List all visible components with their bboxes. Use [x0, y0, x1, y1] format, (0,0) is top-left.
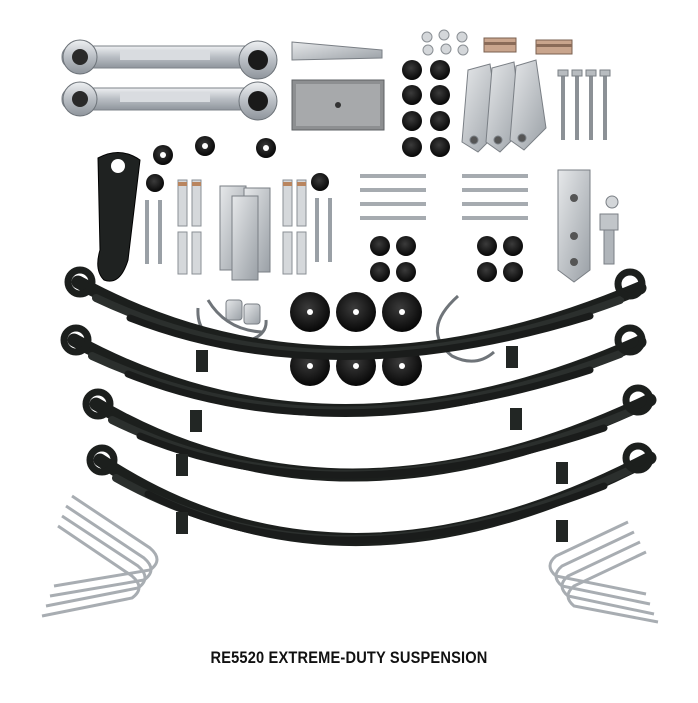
- rubber-bushings-middle: [370, 236, 523, 282]
- leaf-spring-4: [86, 442, 657, 546]
- leaf-spring-2: [60, 324, 647, 417]
- product-caption: RE5520 EXTREME-DUTY SUSPENSION: [210, 648, 488, 667]
- bushing-stacks: [483, 37, 573, 55]
- leaf-spring-3: [82, 384, 657, 482]
- bump-stop-pucks: [290, 292, 422, 386]
- bolt-set: [360, 174, 528, 220]
- u-bolts-left: [41, 494, 159, 618]
- brake-tabs: [225, 299, 261, 325]
- leaf-spring-1: [64, 266, 647, 360]
- leaf-springs: [60, 266, 657, 546]
- spring-clips: [176, 346, 568, 542]
- small-washers: [421, 29, 469, 56]
- rubber-bushings-top: [402, 60, 450, 157]
- hex-bolt: [599, 195, 619, 265]
- shackle-brackets: [461, 59, 547, 153]
- shackle-plates: [219, 185, 271, 281]
- control-arms: [61, 39, 278, 121]
- pitman-arm: [97, 152, 141, 282]
- long-bolts: [561, 74, 607, 140]
- studs: [145, 198, 332, 264]
- u-bolts-right: [548, 520, 659, 624]
- spacer-plate: [291, 79, 385, 131]
- drop-bracket: [557, 169, 591, 283]
- sleeve-bushings: [177, 179, 307, 275]
- wedge-shim: [291, 41, 383, 61]
